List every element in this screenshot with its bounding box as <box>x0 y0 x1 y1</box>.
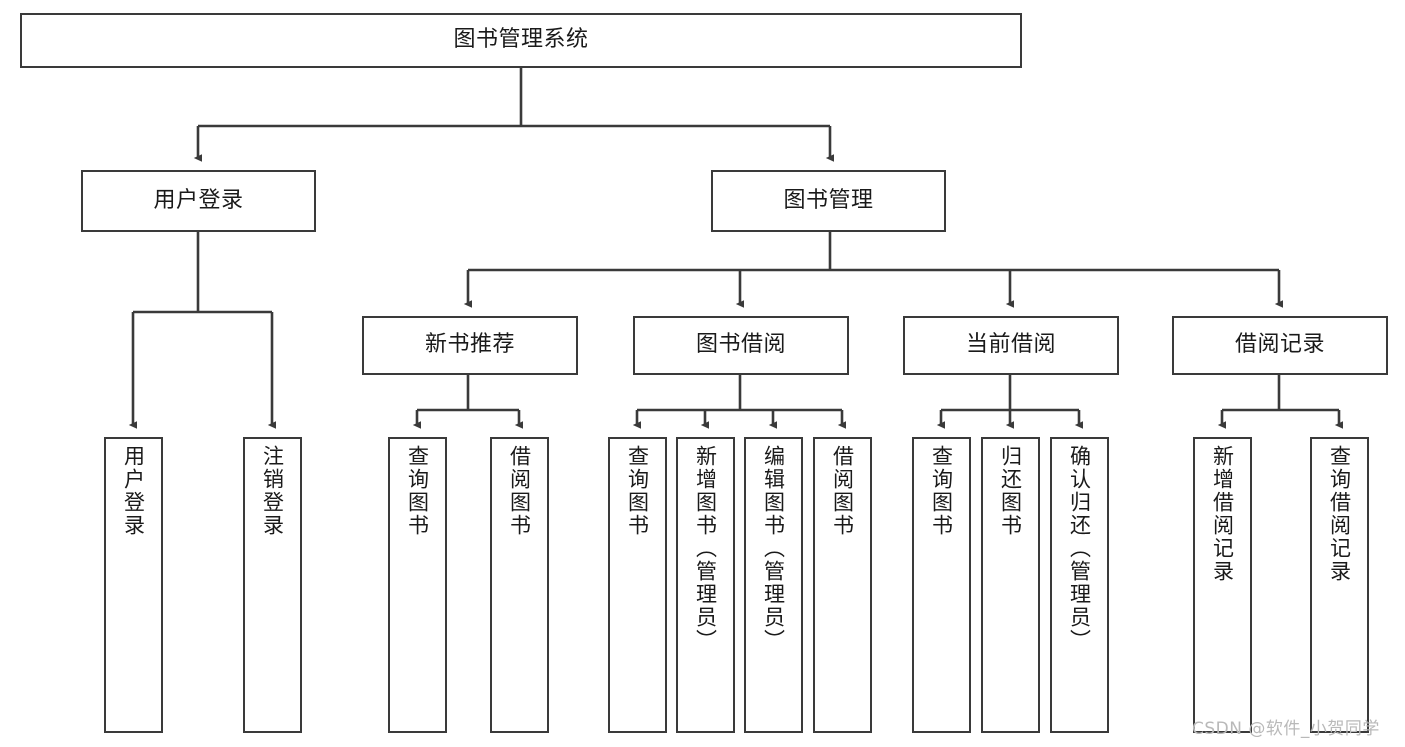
node-leaf-add-record[interactable]: 新增借阅记录 <box>1193 437 1252 733</box>
node-label: 用户登录 <box>121 445 146 537</box>
node-current-borrow[interactable]: 当前借阅 <box>903 316 1119 375</box>
node-label: 新书推荐 <box>424 332 515 358</box>
node-label: 查询图书 <box>405 445 430 537</box>
node-label: 编辑图书（管理员） <box>761 445 786 652</box>
node-label: 图书管理 <box>783 187 874 213</box>
node-label: 图书借阅 <box>695 332 786 358</box>
node-leaf-user-login[interactable]: 用户登录 <box>104 437 163 733</box>
node-leaf-borrow-book-1[interactable]: 借阅图书 <box>490 437 549 733</box>
node-leaf-query-book-2[interactable]: 查询图书 <box>608 437 667 733</box>
node-book-manage[interactable]: 图书管理 <box>711 170 946 232</box>
node-root-system[interactable]: 图书管理系统 <box>20 13 1022 68</box>
node-leaf-return-book[interactable]: 归还图书 <box>981 437 1040 733</box>
node-label: 新增借阅记录 <box>1210 445 1235 583</box>
node-label: 注销登录 <box>260 445 285 537</box>
node-label: 归还图书 <box>998 445 1023 537</box>
node-leaf-borrow-book-2[interactable]: 借阅图书 <box>813 437 872 733</box>
node-borrow-record[interactable]: 借阅记录 <box>1172 316 1388 375</box>
node-label: 借阅图书 <box>830 445 855 537</box>
node-new-book-recommend[interactable]: 新书推荐 <box>362 316 578 375</box>
node-label: 借阅图书 <box>507 445 532 537</box>
node-user-login[interactable]: 用户登录 <box>81 170 316 232</box>
node-label: 图书管理系统 <box>453 27 589 53</box>
node-label: 查询图书 <box>625 445 650 537</box>
node-label: 查询图书 <box>929 445 954 537</box>
node-leaf-confirm-return[interactable]: 确认归还（管理员） <box>1050 437 1109 733</box>
node-label: 确认归还（管理员） <box>1067 445 1092 652</box>
node-leaf-query-book-1[interactable]: 查询图书 <box>388 437 447 733</box>
node-label: 新增图书（管理员） <box>693 445 718 652</box>
node-leaf-edit-book[interactable]: 编辑图书（管理员） <box>744 437 803 733</box>
node-leaf-add-book[interactable]: 新增图书（管理员） <box>676 437 735 733</box>
node-leaf-query-record[interactable]: 查询借阅记录 <box>1310 437 1369 733</box>
node-label: 查询借阅记录 <box>1327 445 1352 583</box>
node-book-borrow[interactable]: 图书借阅 <box>633 316 849 375</box>
node-label: 用户登录 <box>153 187 244 213</box>
node-leaf-query-book-3[interactable]: 查询图书 <box>912 437 971 733</box>
node-leaf-logout-login[interactable]: 注销登录 <box>243 437 302 733</box>
node-label: 当前借阅 <box>965 332 1056 358</box>
node-label: 借阅记录 <box>1234 332 1325 358</box>
